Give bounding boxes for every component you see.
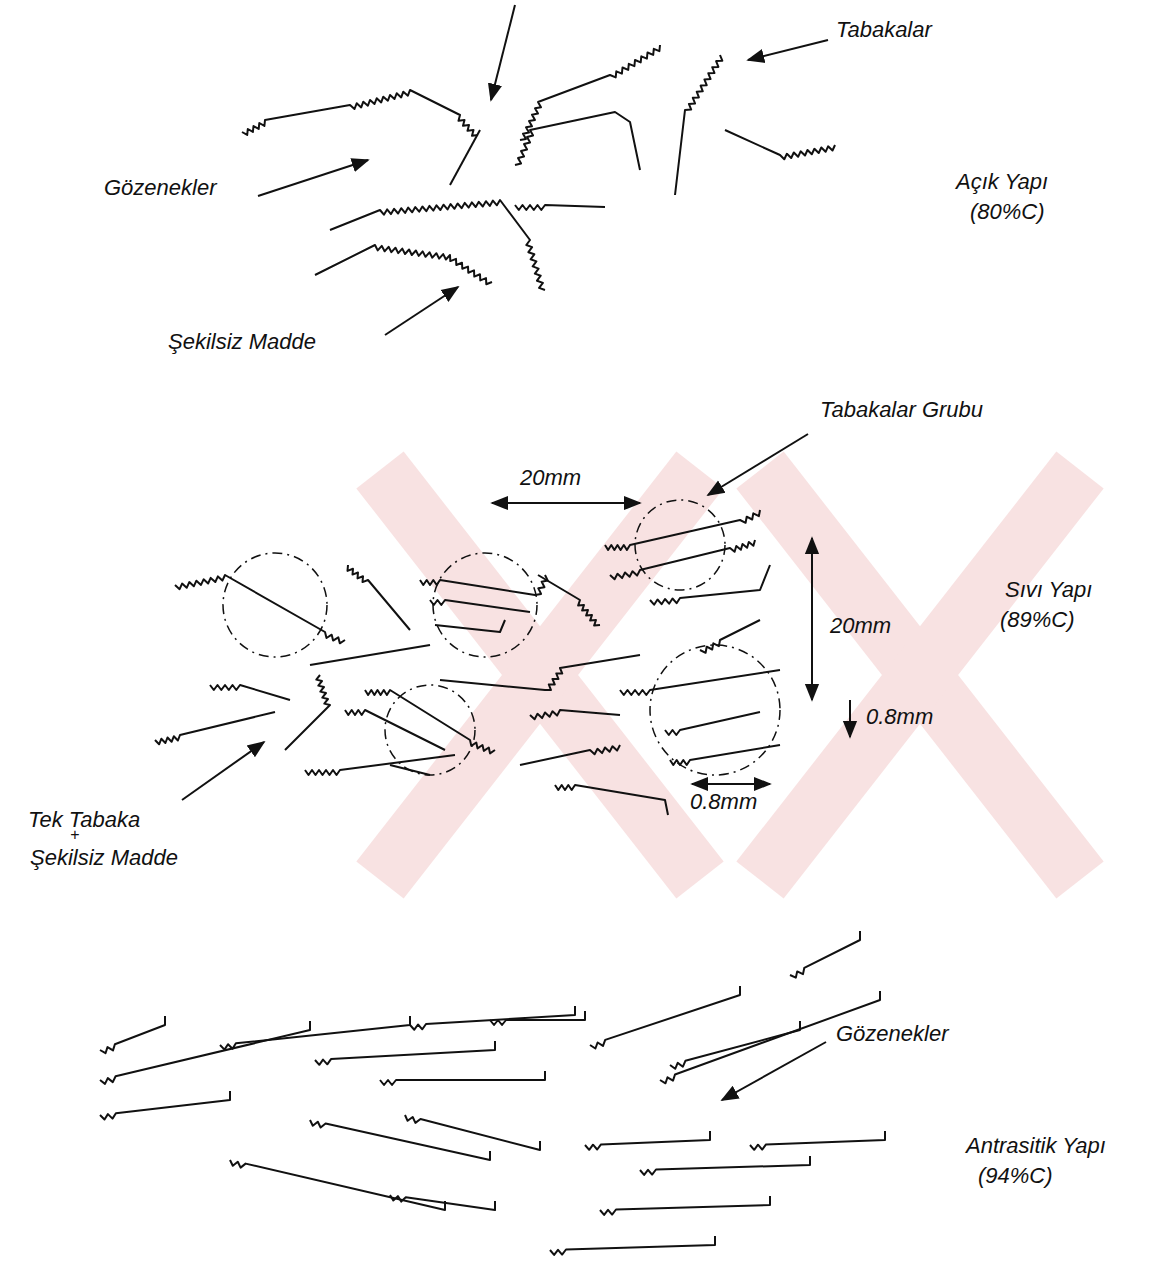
anthracite-layer [390,1195,495,1210]
carbon-layer [520,745,620,765]
label-text: Gözenekler [104,176,217,200]
carbon-layer [670,745,780,765]
carbon-layer [435,620,505,632]
label-text: 0.8mm [866,705,933,729]
anthracite-layer [100,1091,230,1120]
carbon-layer [530,710,620,719]
carbon-layer [210,685,290,700]
label-text: Şekilsiz Madde [30,846,178,870]
carbon-layer [310,645,430,665]
carbon-layer [155,712,275,744]
watermark [380,470,1080,880]
label-text: Tabakalar [836,18,932,42]
anthracite-layer [590,986,740,1049]
anthracite-layer [230,1160,445,1210]
carbon-layer [345,710,445,750]
anthracite-layer [490,1011,585,1025]
carbon-layer [315,245,492,284]
anthracite-layer [750,1131,885,1150]
label-text: Tabakalar Grubu [820,398,983,422]
dimension-arrows [492,503,850,784]
anthracite-layer [410,1006,575,1030]
carbon-layer [420,575,548,595]
anthracite-layer [640,1156,810,1175]
carbon-layers [100,45,885,1255]
carbon-layer [390,765,430,775]
carbon-layer [620,670,780,695]
label-text: Sıvı Yapı [1005,578,1092,602]
label-text: + [70,826,79,844]
carbon-layer [700,620,760,653]
anthracite-layer [310,1120,490,1160]
carbon-layer [515,205,605,210]
label-text: (80%C) [970,200,1045,224]
anthracite-layer [100,1016,165,1053]
label-text: Şekilsiz Madde [168,330,316,354]
carbon-layer [305,755,455,775]
carbon-layer [725,130,835,159]
anthracite-layer [790,931,860,978]
carbon-layer [175,575,345,643]
carbon-layer [555,785,668,815]
carbon-layer [605,510,760,550]
carbon-layer [285,675,330,750]
anthracite-layer [315,1041,495,1065]
anthracite-layer [380,1071,545,1085]
label-text: Açık Yapı [956,170,1048,194]
label-text: 20mm [520,466,581,490]
carbon-layer [665,712,760,735]
carbon-layer [610,540,755,579]
anthracite-layer [670,1021,800,1069]
carbon-layer [450,130,480,185]
label-text: 20mm [830,614,891,638]
carbon-layer [242,90,478,136]
carbon-layer [538,575,600,626]
leader-arrows [182,5,828,1100]
carbon-layer [348,565,411,630]
anthracite-layer [405,1115,540,1150]
carbon-layer [330,200,545,290]
carbon-layer [675,55,722,195]
carbon-layer [520,45,660,140]
carbon-layer [650,565,770,605]
label-text: 0.8mm [690,790,757,814]
label-text: Antrasitik Yapı [966,1134,1106,1158]
label-text: (89%C) [1000,608,1075,632]
anthracite-layer [585,1131,710,1150]
carbon-layer [365,690,495,753]
layer-group-circles [223,500,780,775]
label-text: Tek Tabaka [28,808,140,832]
carbon-layer [515,112,640,170]
anthracite-layer [600,1196,770,1215]
label-text: Gözenekler [836,1022,949,1046]
anthracite-layer [100,1021,310,1084]
label-text: (94%C) [978,1164,1053,1188]
carbon-layer [440,655,640,690]
carbon-layer [430,600,530,612]
anthracite-layer [550,1236,715,1255]
